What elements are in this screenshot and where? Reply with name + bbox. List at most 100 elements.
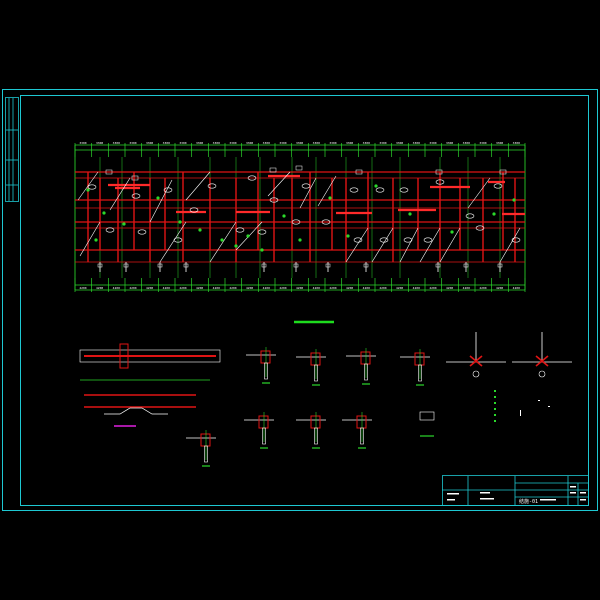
- detail-wall: [418, 364, 422, 382]
- plan-walls: [75, 171, 525, 263]
- slab-label-ellipse: [435, 179, 445, 185]
- top-dimension-label: 3300: [446, 141, 453, 145]
- rebar-marker: [374, 184, 378, 188]
- annotation-box: [131, 175, 139, 181]
- top-dimension-label: 3300: [329, 141, 336, 145]
- detail-beam-outline: [200, 433, 211, 447]
- slab-diagonal: [399, 227, 419, 263]
- bottom-dimension-label: 4200: [496, 286, 503, 290]
- bottom-dimension-label: 4200: [346, 286, 353, 290]
- slab-label-ellipse: [235, 227, 245, 233]
- rebar-marker: [492, 212, 496, 216]
- detail-beam-outline: [260, 350, 271, 364]
- corner-detail-1: [446, 332, 506, 378]
- rebar-marker: [178, 220, 182, 224]
- annotation-box: [105, 169, 113, 175]
- slab-diagonal: [149, 179, 173, 223]
- notes-text: [494, 390, 550, 422]
- bottom-dimension-label: 4200: [163, 286, 170, 290]
- title-block-text: [447, 486, 586, 501]
- bottom-dimension-label: 4200: [429, 286, 436, 290]
- slab-diagonal: [345, 227, 369, 263]
- column-stub-box: [435, 263, 441, 268]
- corner-detail-2: [512, 332, 572, 378]
- rebar-marker: [86, 188, 90, 192]
- bottom-dimension-label: 4200: [213, 286, 220, 290]
- corner-reinforcement: [469, 355, 483, 367]
- detail-beam-outline: [356, 415, 367, 429]
- slab-label-ellipse: [173, 237, 183, 243]
- column-stub-box: [157, 263, 163, 268]
- detail-beam-outline: [360, 351, 371, 365]
- plan-axis-grid: [74, 143, 526, 292]
- rebar-marker: [260, 248, 264, 252]
- detail-beam-outline: [258, 415, 269, 429]
- top-dimension-label: 3300: [279, 141, 286, 145]
- annotation-box: [295, 165, 303, 171]
- detail-node-7: [186, 430, 216, 467]
- top-dimension-label: 3300: [129, 141, 136, 145]
- slab-diagonal: [209, 221, 237, 263]
- rebar-marker: [102, 211, 106, 215]
- bottom-dimension-label: 4200: [363, 286, 370, 290]
- drawing-number-label: 结施-01: [519, 498, 538, 505]
- slab-diagonal: [419, 227, 441, 263]
- slab-diagonal: [185, 171, 211, 201]
- bottom-dimension-label: 4200: [396, 286, 403, 290]
- slab-label-ellipse: [301, 183, 311, 189]
- slab-label-ellipse: [131, 193, 141, 199]
- rebar-marker: [156, 196, 160, 200]
- top-dimension-label: 3300: [313, 141, 320, 145]
- rebar-marker: [282, 214, 286, 218]
- bottom-dimension-label: 4200: [96, 286, 103, 290]
- slab-diagonal: [317, 175, 337, 207]
- top-dimension-label: 3300: [346, 141, 353, 145]
- detail-wall: [360, 427, 364, 445]
- top-dimension-label: 3300: [179, 141, 186, 145]
- detail-wall: [204, 445, 208, 463]
- corner-label-circle: [538, 370, 546, 378]
- bottom-dimension-label: 4200: [129, 286, 136, 290]
- column-stub-box: [97, 263, 103, 268]
- rebar-marker: [122, 222, 126, 226]
- small-detail: [419, 411, 435, 437]
- bottom-dimension-label: 4200: [413, 286, 420, 290]
- column-stub-box: [293, 263, 299, 268]
- bottom-dimension-label: 4200: [279, 286, 286, 290]
- slab-label-ellipse: [137, 229, 147, 235]
- annotation-box: [435, 169, 443, 175]
- column-stub-box: [363, 263, 369, 268]
- slab-label-ellipse: [247, 175, 257, 181]
- top-dimension-label: 3300: [396, 141, 403, 145]
- rebar-marker: [234, 244, 238, 248]
- slab-label-ellipse: [511, 237, 521, 243]
- slab-label-ellipse: [257, 229, 267, 235]
- slab-label-ellipse: [291, 219, 301, 225]
- detail-node-8: [400, 349, 430, 386]
- detail-wall: [314, 364, 318, 382]
- slab-label-ellipse: [163, 187, 173, 193]
- bottom-dimension-label: 4200: [313, 286, 320, 290]
- rebar-marker: [220, 238, 224, 242]
- top-dimension-label: 3300: [463, 141, 470, 145]
- long-section-column: [119, 343, 129, 369]
- detail-beam-outline: [310, 415, 321, 429]
- long-section-outline: [79, 349, 221, 363]
- detail-node-3: [346, 348, 376, 385]
- slab-label-ellipse: [423, 237, 433, 243]
- bottom-dimension-label: 4200: [479, 286, 486, 290]
- slab-label-ellipse: [189, 207, 199, 213]
- slab-label-ellipse: [375, 187, 385, 193]
- detail-node-5: [296, 412, 326, 449]
- slab-label-ellipse: [403, 237, 413, 243]
- bottom-dimension-label: 4200: [329, 286, 336, 290]
- rebar-marker: [450, 230, 454, 234]
- rebar-marker: [94, 238, 98, 242]
- long-section-detail: [79, 343, 221, 427]
- bottom-dimension-label: 4200: [246, 286, 253, 290]
- top-dimension-label: 3300: [379, 141, 386, 145]
- column-stub-box: [463, 263, 469, 268]
- corner-label-circle: [472, 370, 480, 378]
- detail-wall: [314, 427, 318, 445]
- slab-diagonal: [159, 221, 187, 263]
